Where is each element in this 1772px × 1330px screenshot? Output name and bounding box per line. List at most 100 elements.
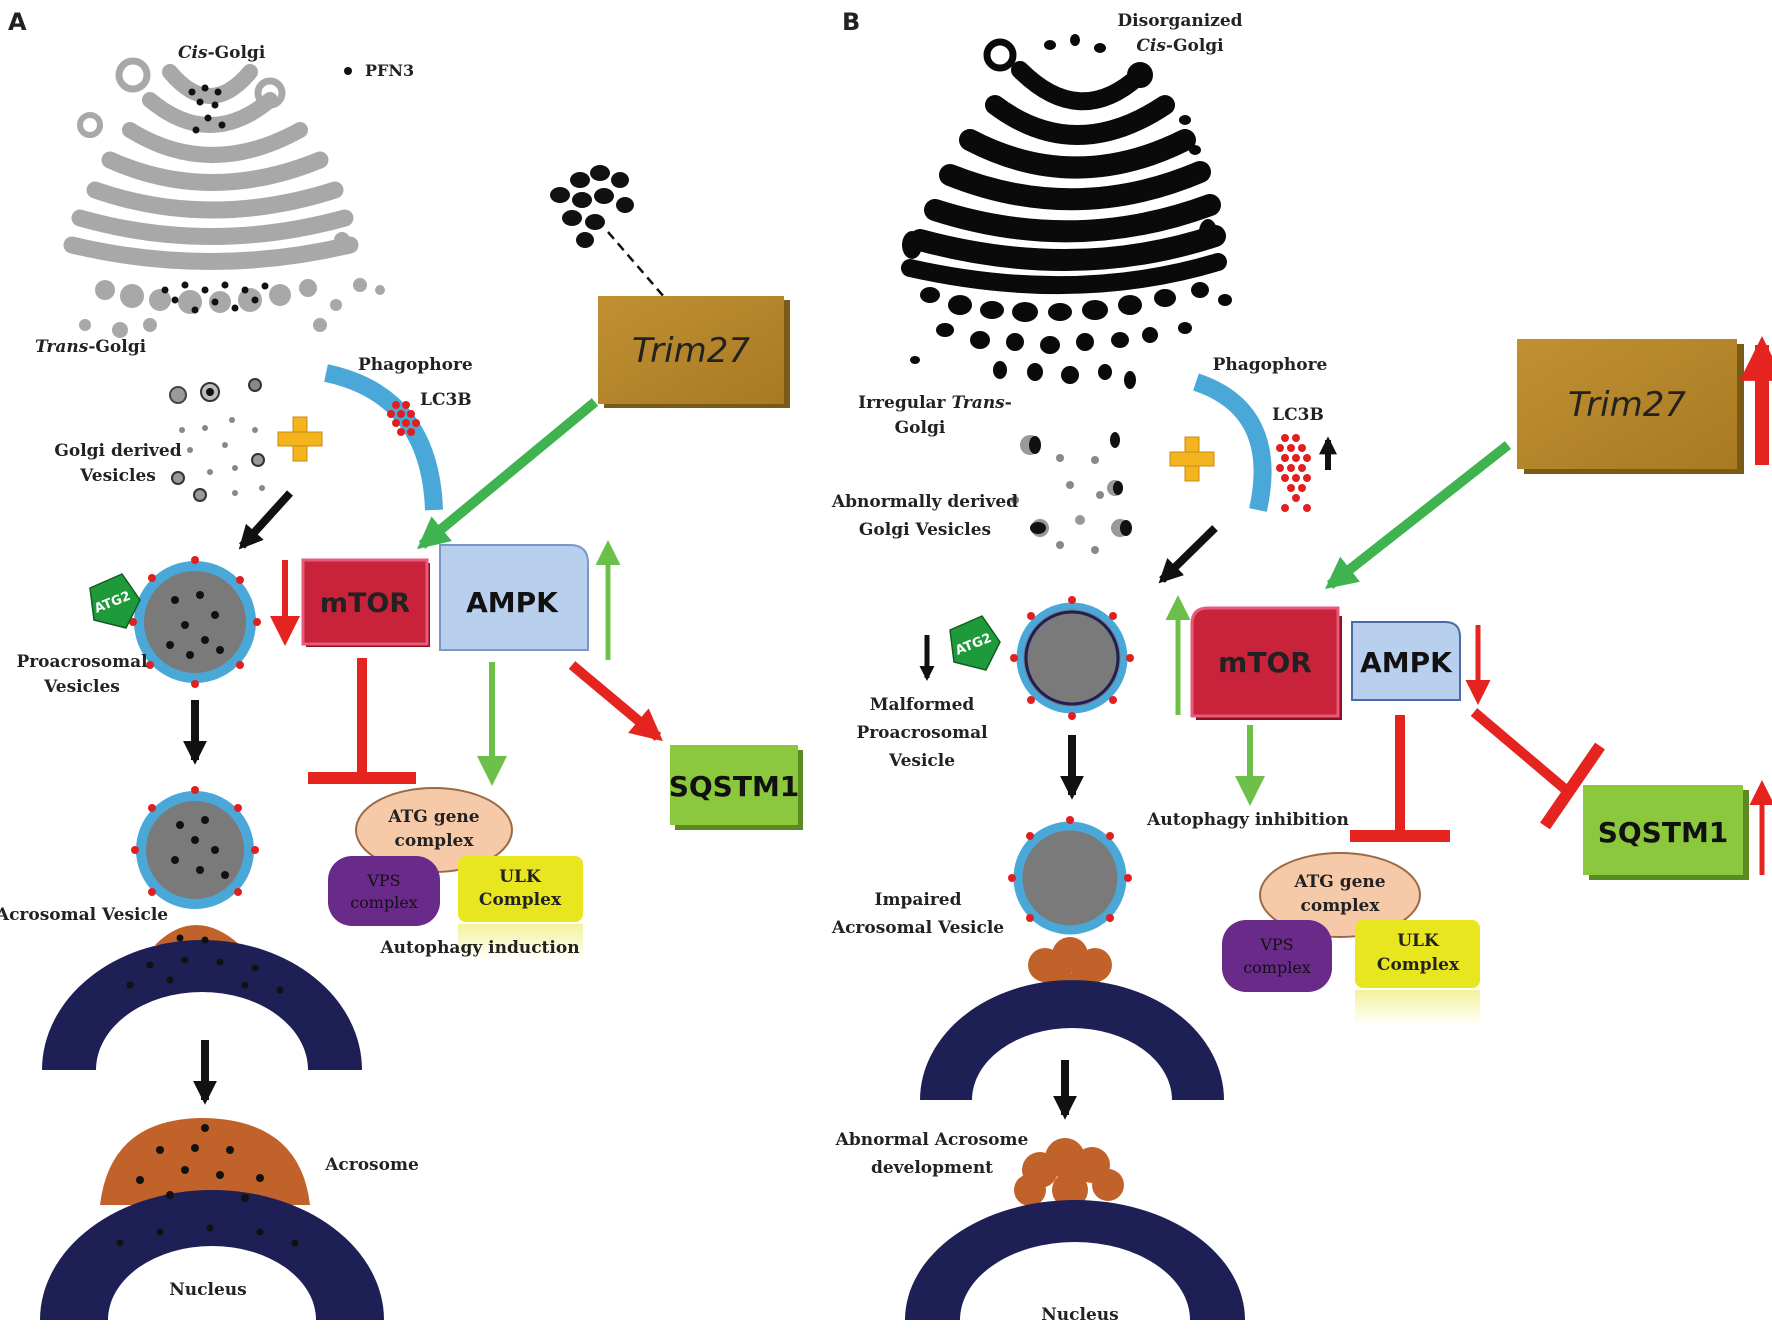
- phagophore-b: [1192, 373, 1272, 512]
- cis-golgi-label-a: Cis-Golgi: [178, 43, 266, 63]
- abnormal-golgi-buds: [902, 34, 1232, 389]
- phagophore-label-b: Phagophore: [1213, 355, 1328, 375]
- proacrosomal-label-b-line2: Proacrosomal: [856, 723, 988, 743]
- pfn3-cluster: [550, 165, 634, 248]
- acrosome-label-b-line2: development: [871, 1158, 993, 1178]
- proacrosomal-vesicle-a: [129, 556, 261, 688]
- pfn3-legend-dot: [344, 67, 352, 75]
- mtor-label-a: mTOR: [320, 588, 411, 619]
- acrosomal-vesicle-label-b-line1: Impaired: [875, 890, 962, 910]
- ulk-label-a-line1: ULK: [499, 867, 542, 887]
- atg-complex-a: ATG gene complex VPS complex ULK Complex: [328, 787, 583, 960]
- nucleus-b2: [905, 1200, 1245, 1320]
- sqstm1-label-b: SQSTM1: [1598, 816, 1729, 849]
- atg-label-b-line1: ATG gene: [1293, 872, 1385, 892]
- nucleus-label-a: Nucleus: [169, 1280, 246, 1300]
- ampk-sqstm1-inhibit-bar-b: [1540, 742, 1605, 830]
- proacrosomal-label-b-line1: Malformed: [870, 695, 975, 715]
- proacrosomal-label-b-line3: Vesicle: [888, 751, 955, 771]
- ulk-label-a-line2: Complex: [479, 890, 562, 910]
- acrosomal-vesicle-label-a: Acrosomal Vesicle: [0, 905, 168, 925]
- nucleus-b1: [920, 980, 1224, 1100]
- acrosome-a: [100, 1118, 310, 1205]
- ampk-to-sqstm1-arrow-a: [568, 661, 663, 742]
- ulk-label-b-line1: ULK: [1397, 931, 1440, 951]
- atg-label-b-line2: complex: [1301, 896, 1381, 916]
- cis-golgi-label-b-line1: Disorganized: [1117, 11, 1242, 31]
- acrosomal-vesicle-a: [131, 786, 259, 909]
- plus-sign-a: [277, 416, 323, 462]
- golgi-vesicles-label-b-line1: Abnormally derived: [831, 492, 1018, 512]
- trim27-box-b: Trim27: [1517, 339, 1744, 474]
- atg-complex-b: ATG gene complex VPS complex ULK Complex: [1222, 852, 1480, 1026]
- golgi-bottom-buds: [79, 232, 385, 338]
- abnormal-golgi: [901, 38, 1227, 295]
- arrow-vesicles-to-proacrosomal-a: [238, 490, 293, 550]
- lc3b-label-b: LC3B: [1272, 405, 1324, 425]
- nucleus-a1: [42, 940, 362, 1070]
- golgi-vesicles-label-b-line2: Golgi Vesicles: [859, 520, 991, 540]
- golgi-vesicles-b: [1011, 432, 1132, 554]
- atg2-tag-b: ATG2: [949, 615, 1001, 671]
- trim27-box-a: Trim27: [598, 296, 790, 408]
- mtor-label-b: mTOR: [1218, 646, 1312, 679]
- trans-golgi-label-b-line1: Irregular Trans-: [858, 393, 1012, 413]
- acrosome-dots-a: [116, 1124, 299, 1247]
- trim27-label-a: Trim27: [632, 331, 750, 371]
- arrow-trim27-to-mtor-a: [417, 398, 599, 550]
- ampk-label-a: AMPK: [466, 586, 559, 619]
- vps-label-a-line2: complex: [350, 893, 418, 912]
- trans-golgi-label-a: Trans-Golgi: [35, 337, 147, 357]
- panel-letter-b: B: [842, 8, 860, 36]
- vps-label-b-line2: complex: [1243, 958, 1311, 977]
- ampk-box-a: AMPK: [439, 544, 589, 651]
- nucleus-a2: [40, 1190, 384, 1320]
- pfn3-trim27-dashed-link: [607, 231, 666, 299]
- mtor-box-b: mTOR: [1190, 606, 1342, 720]
- lc3b-label-a: LC3B: [420, 390, 472, 410]
- acrosomal-vesicle-b: [1008, 816, 1132, 935]
- phagophore-label-a: Phagophore: [358, 355, 473, 375]
- lc3b-dots-a: [387, 401, 420, 436]
- panel-b: B: [831, 8, 1772, 1325]
- pfn3-dots: [161, 84, 269, 314]
- trim27-label-b: Trim27: [1568, 385, 1686, 425]
- proacrosomal-label-a-line1: Proacrosomal: [16, 652, 148, 672]
- acrosomal-vesicle-label-b-line2: Acrosomal Vesicle: [831, 918, 1004, 938]
- pfn3-legend-label: PFN3: [365, 61, 414, 80]
- panel-letter-a: A: [8, 8, 27, 36]
- atg2-tag-a: ATG2: [89, 573, 141, 629]
- atg-label-a-line1: ATG gene: [387, 807, 479, 827]
- ampk-sqstm1-inhibit-stem-b: [1470, 708, 1576, 799]
- phagophore-a: [324, 364, 443, 511]
- autophagy-induction-label: Autophagy induction: [379, 938, 579, 958]
- nucleus-label-b: Nucleus: [1041, 1305, 1118, 1325]
- acrosome-label-b-line1: Abnormal Acrosome: [835, 1130, 1029, 1150]
- sqstm1-label-a: SQSTM1: [669, 770, 800, 803]
- sqstm1-box-b: SQSTM1: [1583, 785, 1749, 880]
- cis-golgi-label-b-line2: Cis-Golgi: [1136, 36, 1224, 56]
- sqstm1-box-a: SQSTM1: [669, 745, 803, 830]
- vps-label-a-line1: VPS: [366, 871, 400, 890]
- ampk-box-b: AMPK: [1351, 621, 1461, 701]
- acrosome-cap-a1: [155, 925, 240, 945]
- golgi-vesicles-a: [169, 378, 265, 502]
- plus-sign-b: [1169, 436, 1215, 482]
- acrosome-b: [1014, 1138, 1124, 1208]
- ulk-label-b-line2: Complex: [1377, 955, 1460, 975]
- lc3b-dots-b: [1276, 434, 1311, 512]
- golgi-vesicles-label-a-line2: Vesicles: [79, 466, 156, 486]
- trans-golgi-label-b-line2: Golgi: [895, 418, 946, 438]
- proacrosomal-vesicle-b: [1010, 596, 1134, 720]
- nucleus-dots-a1: [126, 934, 284, 994]
- autophagy-inhibition-label: Autophagy inhibition: [1146, 810, 1349, 830]
- mtor-box-a: mTOR: [301, 558, 430, 647]
- arrow-vesicles-to-proacrosomal-b: [1158, 525, 1218, 584]
- atg-label-a-line2: complex: [395, 831, 475, 851]
- arrow-trim27-to-mtor-b: [1324, 441, 1512, 589]
- acrosome-cap-b1: [1028, 937, 1112, 995]
- proacrosomal-label-a-line2: Vesicles: [43, 677, 120, 697]
- acrosome-label-a: Acrosome: [324, 1155, 419, 1175]
